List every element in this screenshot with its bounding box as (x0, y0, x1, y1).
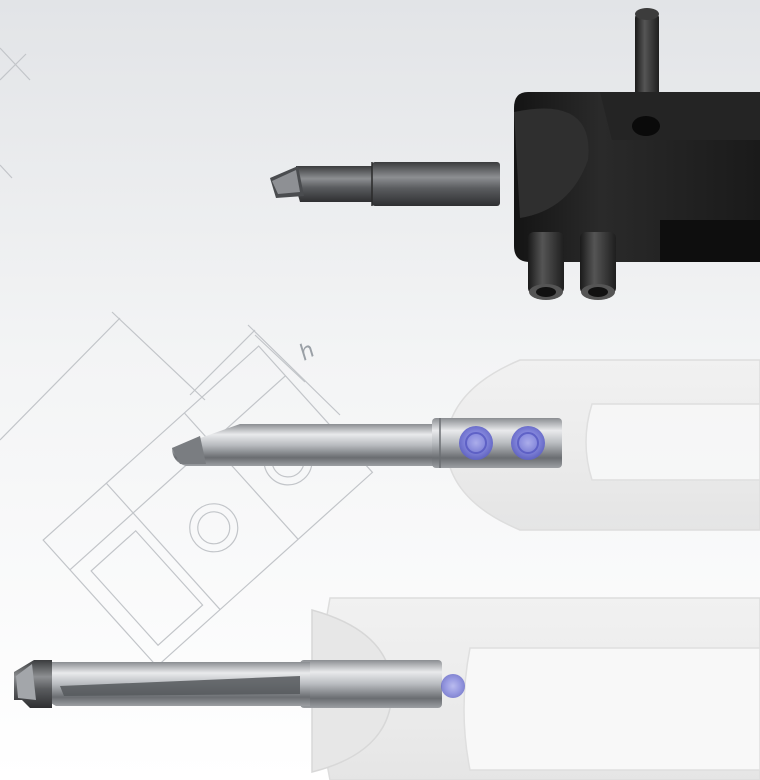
steel-grooving-bar-bottom (14, 660, 465, 708)
dark-boring-bar (270, 162, 500, 206)
screw-icon (441, 674, 465, 698)
black-tool-holder (514, 8, 760, 300)
screw-icon (511, 426, 545, 460)
screw-icon (459, 426, 493, 460)
ghost-holder-bottom (311, 597, 760, 780)
steel-boring-bar-middle (172, 418, 562, 468)
